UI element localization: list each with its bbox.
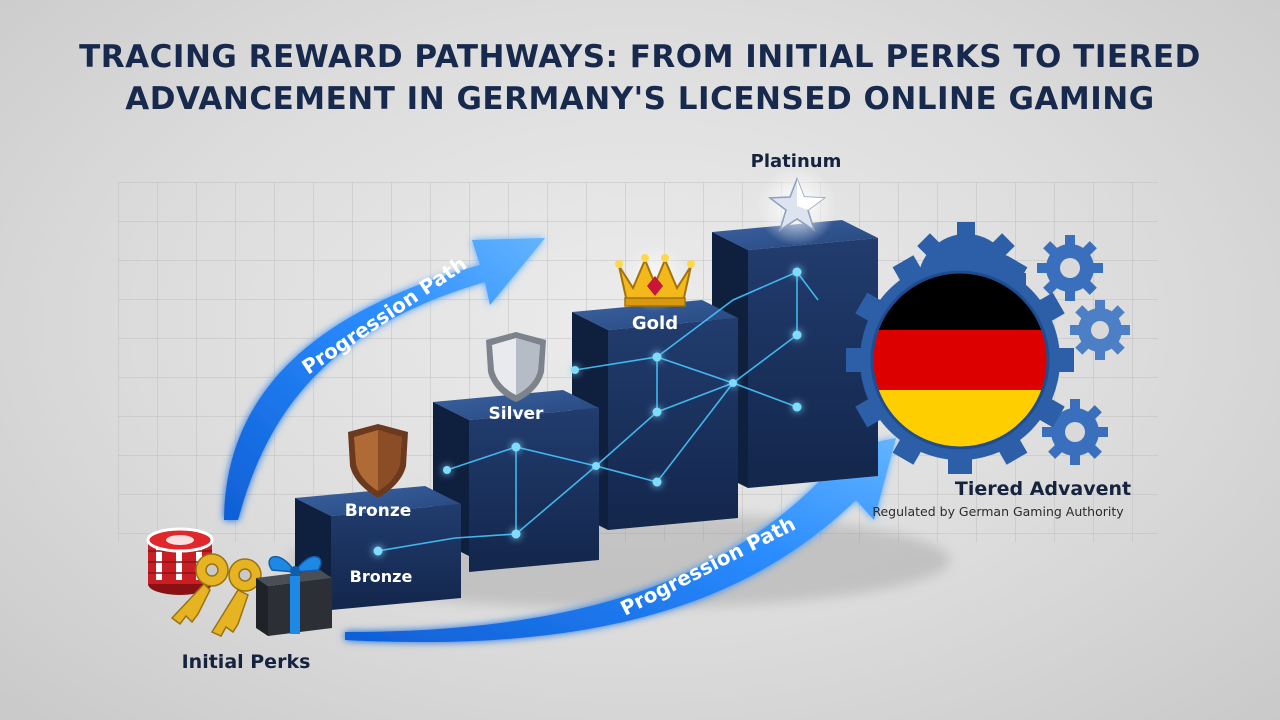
gear-icon [1042,399,1108,465]
gear-icon [1070,300,1130,360]
title-line-2: ADVANCEMENT IN GERMANY'S LICENSED ONLINE… [125,81,1155,117]
gold-label: Gold [632,313,678,334]
bronze-shield-icon [348,424,408,498]
flag-rim [870,270,1050,450]
bronze-front-label: Bronze [350,567,413,586]
upper-progression-arrow [224,238,545,520]
initial-perks-label: Initial Perks [182,651,311,673]
network-nodes [373,267,802,556]
bronze-label: Bronze [345,501,412,521]
silver-label: Silver [489,404,545,424]
platinum-star-icon [757,166,837,246]
title-line-1: TRACING REWARD PATHWAYS: FROM INITIAL PE… [79,39,1201,75]
germany-flag-icon [872,272,1048,448]
regulator-label: Regulated by German Gaming Authority [872,504,1124,519]
platinum-label: Platinum [751,151,842,172]
silver-shield-icon [486,332,546,402]
gear-icon [1037,235,1103,301]
keys-icon [170,553,262,637]
gold-crown-icon [615,244,695,312]
tiered-advancement-label: Tiered Advavent [955,478,1131,500]
gift-box-icon [256,555,332,636]
page-title: TRACING REWARD PATHWAYS: FROM INITIAL PE… [0,36,1280,120]
